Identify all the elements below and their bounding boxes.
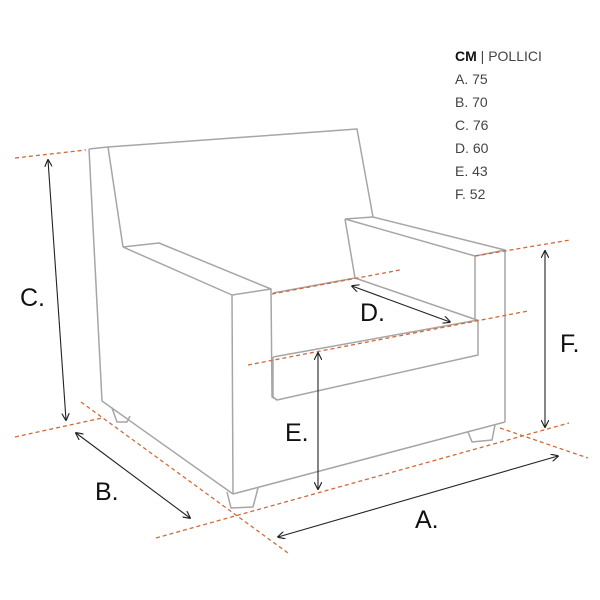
legend-item: D. 60 <box>455 140 489 156</box>
legend-item: C. 76 <box>455 117 489 133</box>
arrow-b <box>76 433 190 518</box>
label-a: A. <box>415 506 439 534</box>
arrow-d <box>352 286 450 322</box>
legend-item: A. 75 <box>455 71 488 87</box>
label-d: D. <box>360 299 385 327</box>
arrow-c <box>48 160 66 420</box>
label-c: C. <box>20 284 45 312</box>
legend-item: B. 70 <box>455 94 488 110</box>
label-b: B. <box>95 478 119 506</box>
legend-header: CM | POLLICI <box>455 48 542 64</box>
dimensions-legend: CM | POLLICI A. 75 B. 70 C. 76 D. 60 E. … <box>455 45 542 206</box>
label-f: F. <box>560 330 580 358</box>
legend-item: F. 52 <box>455 186 486 202</box>
chair-outline <box>88 128 506 509</box>
legend-item: E. 43 <box>455 163 488 179</box>
arrow-a <box>278 456 558 537</box>
label-e: E. <box>285 419 309 447</box>
dimension-arrows <box>48 160 558 537</box>
